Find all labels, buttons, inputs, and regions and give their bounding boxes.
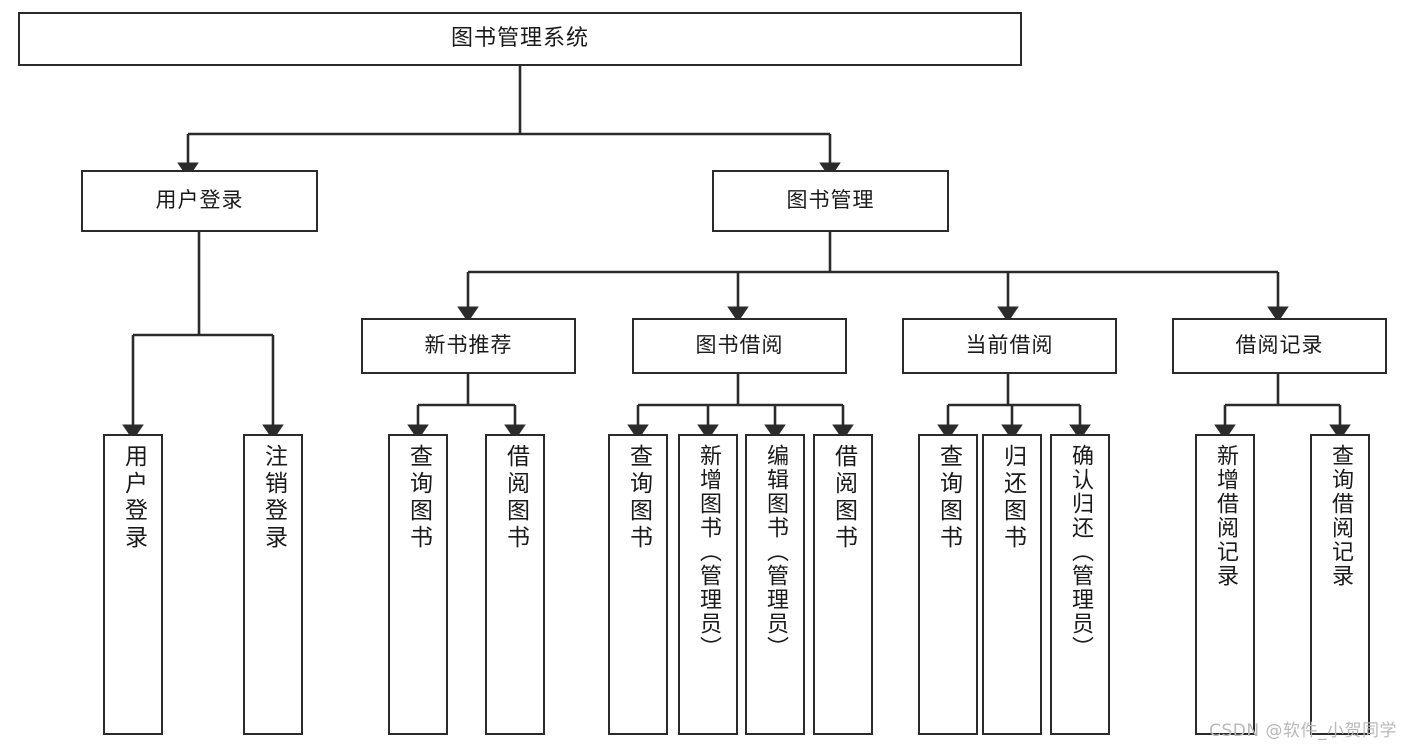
leaf-add-book[interactable]: 新增图书（管理员） <box>678 434 738 735</box>
node-label: 编辑图书（管理员） <box>763 444 788 660</box>
node-label: 借阅记录 <box>1235 333 1324 358</box>
node-label: 借阅图书 <box>502 444 529 552</box>
node-label: 查询图书 <box>405 444 432 552</box>
node-label: 新书推荐 <box>424 333 513 358</box>
leaf-confirm-return[interactable]: 确认归还（管理员） <box>1050 434 1110 735</box>
node-book-management[interactable]: 图书管理 <box>712 170 949 232</box>
node-label: 查询图书 <box>935 444 962 552</box>
leaf-return-book[interactable]: 归还图书 <box>982 434 1042 735</box>
node-new-book-recommend[interactable]: 新书推荐 <box>361 318 576 374</box>
node-label: 当前借阅 <box>965 333 1054 358</box>
node-label: 确认归还（管理员） <box>1068 444 1093 660</box>
node-label: 图书管理 <box>786 188 875 213</box>
node-label: 图书借阅 <box>695 333 784 358</box>
leaf-add-record[interactable]: 新增借阅记录 <box>1195 434 1255 735</box>
node-borrow-record[interactable]: 借阅记录 <box>1172 318 1387 374</box>
node-label: 查询图书 <box>625 444 652 552</box>
node-label: 图书管理系统 <box>450 25 589 51</box>
node-user-login[interactable]: 用户登录 <box>81 170 318 232</box>
watermark-text: CSDN @软件_小贺同学 <box>1209 721 1397 741</box>
node-label: 注销登录 <box>260 444 287 552</box>
leaf-borrow-book-1[interactable]: 借阅图书 <box>485 434 545 735</box>
node-label: 用户登录 <box>120 444 147 552</box>
node-label: 借阅图书 <box>830 444 857 552</box>
leaf-borrow-book-2[interactable]: 借阅图书 <box>813 434 873 735</box>
leaf-query-record[interactable]: 查询借阅记录 <box>1310 434 1370 735</box>
node-book-borrow[interactable]: 图书借阅 <box>632 318 847 374</box>
node-label: 查询借阅记录 <box>1328 444 1353 588</box>
leaf-query-book-1[interactable]: 查询图书 <box>388 434 448 735</box>
node-label: 新增借阅记录 <box>1213 444 1238 588</box>
leaf-user-login[interactable]: 用户登录 <box>103 434 163 735</box>
node-label: 新增图书（管理员） <box>696 444 721 660</box>
leaf-logout[interactable]: 注销登录 <box>243 434 303 735</box>
node-label: 用户登录 <box>155 188 244 213</box>
node-label: 归还图书 <box>999 444 1026 552</box>
leaf-edit-book[interactable]: 编辑图书（管理员） <box>745 434 805 735</box>
leaf-query-book-3[interactable]: 查询图书 <box>918 434 978 735</box>
leaf-query-book-2[interactable]: 查询图书 <box>608 434 668 735</box>
node-current-borrow[interactable]: 当前借阅 <box>902 318 1117 374</box>
node-root-system[interactable]: 图书管理系统 <box>18 12 1022 66</box>
